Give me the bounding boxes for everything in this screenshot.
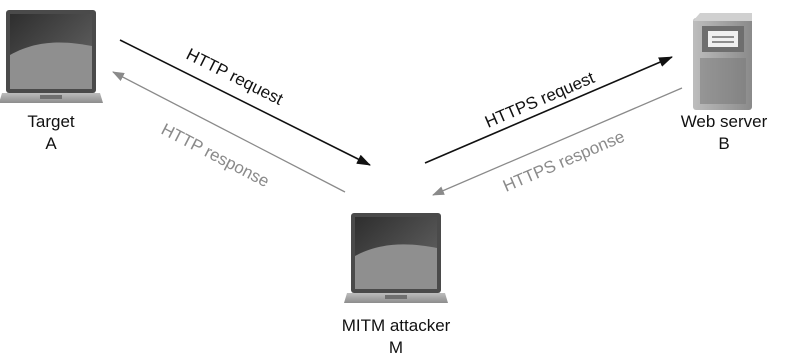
server-tower-icon [693,13,752,110]
https-response-edge: HTTPS response [432,87,683,196]
laptop-icon [344,213,448,303]
attacker-node: MITM attacker M [342,213,451,357]
https-request-arrow [424,56,673,164]
https-response-label: HTTPS response [500,127,627,196]
http-response-label: HTTP response [158,120,272,191]
target-id: A [45,134,57,153]
server-label: Web server [681,112,768,131]
https-request-label: HTTPS request [482,68,597,132]
https-request-edge: HTTPS request [424,56,673,164]
http-request-label: HTTP request [183,45,286,109]
laptop-icon [0,10,103,103]
http-request-edge: HTTP request [119,39,371,166]
http-request-arrow [119,39,371,166]
http-response-arrow [112,71,346,193]
https-response-arrow [432,87,683,196]
server-id: B [718,134,729,153]
target-label: Target [27,112,75,131]
target-node: Target A [0,10,103,153]
attacker-id: M [389,338,403,357]
attacker-label: MITM attacker [342,316,451,335]
http-response-edge: HTTP response [112,71,346,193]
server-node: Web server B [681,13,768,153]
